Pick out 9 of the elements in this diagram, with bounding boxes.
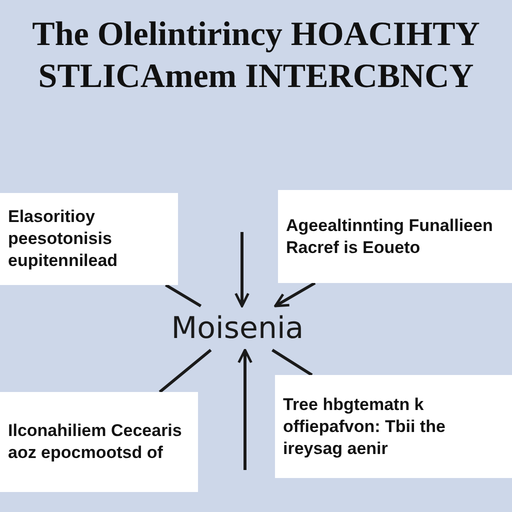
arrow	[234, 232, 250, 308]
text-box: Ageealtinnting Funallieen Racref is Eoueto	[278, 190, 512, 283]
title: The Olelintirincy HOACIHTY STLICAmem INTERCBNCY	[31, 15, 481, 97]
text-box: Elasoritioy peesotonisis eupitennilead	[0, 193, 178, 285]
text-box: Ilconahiliem Cecearis aoz epocmootsd of	[0, 392, 198, 492]
center-concept: Moisenia	[145, 306, 330, 350]
arrow	[274, 282, 316, 308]
text-box: Tree hbgtematn k offiepafvon: Tbii the ireysag aenir	[275, 375, 512, 478]
arrow	[238, 348, 252, 470]
